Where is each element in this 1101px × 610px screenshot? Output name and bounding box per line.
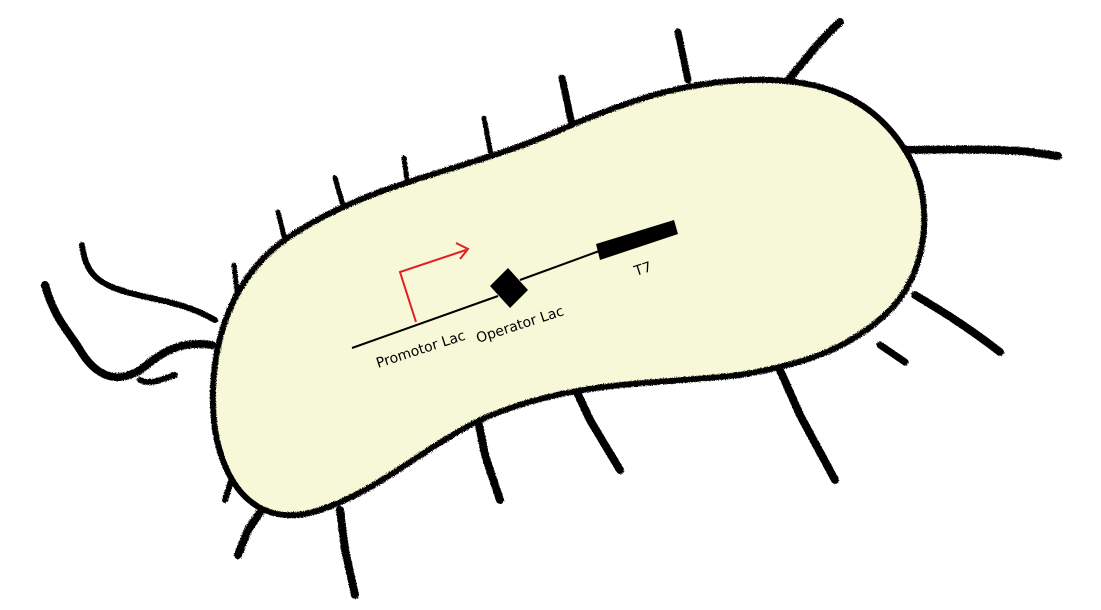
dna-line-left	[351, 295, 499, 349]
flagellum-icon	[571, 384, 624, 474]
flagellum-icon	[876, 341, 909, 366]
dna-line-right	[519, 249, 603, 281]
flagellum-icon	[786, 18, 844, 82]
flagellum-icon	[41, 281, 216, 382]
operator-diamond-icon	[490, 268, 528, 308]
flagellum-icon	[336, 506, 359, 599]
bacterium-icon	[209, 76, 928, 519]
flagellum-icon	[474, 416, 504, 504]
terminator-label: T7	[631, 259, 654, 280]
flagellum-icon	[558, 74, 576, 129]
promoter-arrow-icon	[398, 242, 470, 323]
flagellum-icon	[234, 501, 269, 559]
flagellum-icon	[275, 209, 288, 243]
flagellum-icon	[776, 366, 839, 484]
flagellum-icon	[911, 291, 1004, 356]
flagellum-icon	[79, 242, 218, 323]
terminator-block-icon	[596, 220, 678, 260]
flagellum-icon	[137, 372, 178, 386]
flagellum-icon	[891, 145, 1062, 160]
flagellum-icon	[674, 28, 692, 84]
